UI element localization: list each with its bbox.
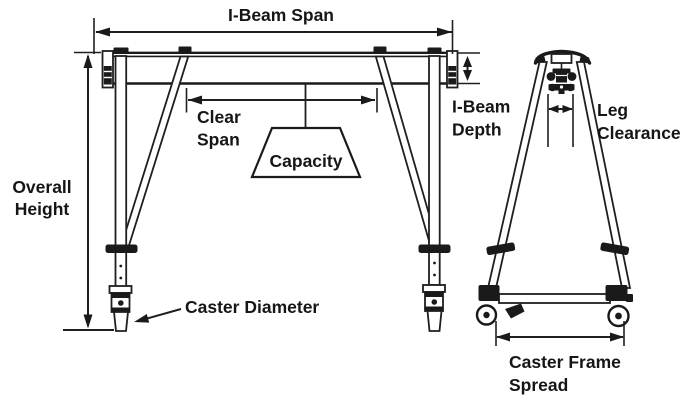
side-right-caster-mount [605,285,628,301]
arrowhead-up [83,54,93,68]
side-left-caster-mount [478,285,500,301]
right-caster-band [425,292,443,297]
beam-clamp [373,46,387,54]
right-caster-plate [422,284,446,293]
left-caster-wheel [113,311,129,332]
beam-clamp [178,46,192,54]
left-leg-clamp-collar [105,244,138,253]
capacity-label: Capacity [270,151,343,171]
hoist-hook-tab [558,90,565,94]
beam-clamp [427,47,442,54]
dim-overall-height: Overall Height [12,51,101,329]
left-caster-plate [108,285,133,294]
side-right-collar [600,242,630,256]
leader-line [145,308,182,320]
i-beam-right-end-hatch [448,66,457,85]
dim-i-beam-depth: I-Beam Depth [452,52,510,140]
side-right-leg [575,61,632,289]
side-right-caster-hub [615,312,622,320]
side-right-caster-tab [626,294,633,302]
dim-leg-clearance: Leg Clearance [547,94,681,147]
arrowhead-right [610,332,624,342]
dim-i-beam-span: I-Beam Span [93,5,454,54]
right-leg-clamp-collar [418,244,451,253]
arrowhead-right [361,95,375,105]
arrowhead-right [437,27,452,37]
clear-span-label-line1: Clear [197,107,241,127]
arrowhead-left [548,105,559,113]
i-beam-depth-label-line2: Depth [452,120,502,140]
hoist-wheel [548,83,557,92]
overall-height-label-line1: Overall [12,177,71,197]
left-caster-band [111,307,130,312]
i-beam-depth-label-line1: I-Beam [452,97,510,117]
arrowhead [134,314,150,323]
i-beam [101,46,459,89]
dim-caster-frame-spread: Caster Frame Spread [495,321,625,395]
callout-caster-diameter: Caster Diameter [134,297,319,323]
caster-frame-spread-label-line2: Spread [509,375,568,395]
side-left-caster-hub [483,311,490,319]
apex-end-block [579,55,590,64]
arrowhead-up [463,56,472,67]
arrowhead-left [496,332,510,342]
adjustment-hole [119,264,123,268]
adjustment-hole [119,276,123,280]
capacity-placard [250,126,362,179]
trolley-body [556,70,567,83]
adjustment-hole [433,273,436,277]
apex-and-trolley [533,49,592,94]
beam-end-section [550,53,573,64]
caster-diameter-label: Caster Diameter [185,297,319,317]
right-caster-bolt [431,299,438,305]
apex-end-block [535,55,546,64]
arrowhead-right [562,105,573,113]
adjustment-hole [433,261,436,265]
side-view [475,49,633,328]
dim-clear-span: Clear Span [185,88,378,150]
left-diagonal-leg [119,55,190,248]
overall-height-label-line2: Height [15,199,70,219]
i-beam-left-end-hatch [103,66,112,85]
trolley-wheel [546,72,556,81]
front-left-leg [63,55,190,332]
caster-frame [475,285,633,328]
caster-frame-bar [498,293,611,304]
caster-frame-spread-label-line1: Caster Frame [509,352,621,372]
right-caster-band [425,306,443,311]
leg-clearance-label-line1: Leg [597,100,628,120]
arrowhead-down [463,70,472,81]
left-caster-band [111,293,130,298]
right-caster-wheel [426,310,443,332]
hoist-pin [559,85,564,89]
front-view: Capacity [63,46,459,332]
trolley-wheel [567,72,577,81]
arrowhead-left [188,95,202,105]
i-beam-span-label: I-Beam Span [228,5,334,25]
arrowhead-down [83,314,93,329]
arrowhead-left [95,27,110,37]
beam-clamp [113,47,129,54]
front-right-leg [374,55,451,332]
side-left-collar [486,242,516,256]
clear-span-label-line2: Span [197,130,240,150]
capacity-sign: Capacity [250,83,362,179]
hoist-wheel [566,83,575,92]
left-caster-bolt [118,300,124,306]
leg-clearance-label-line2: Clearance [597,123,681,143]
brake-pedal [505,303,525,319]
